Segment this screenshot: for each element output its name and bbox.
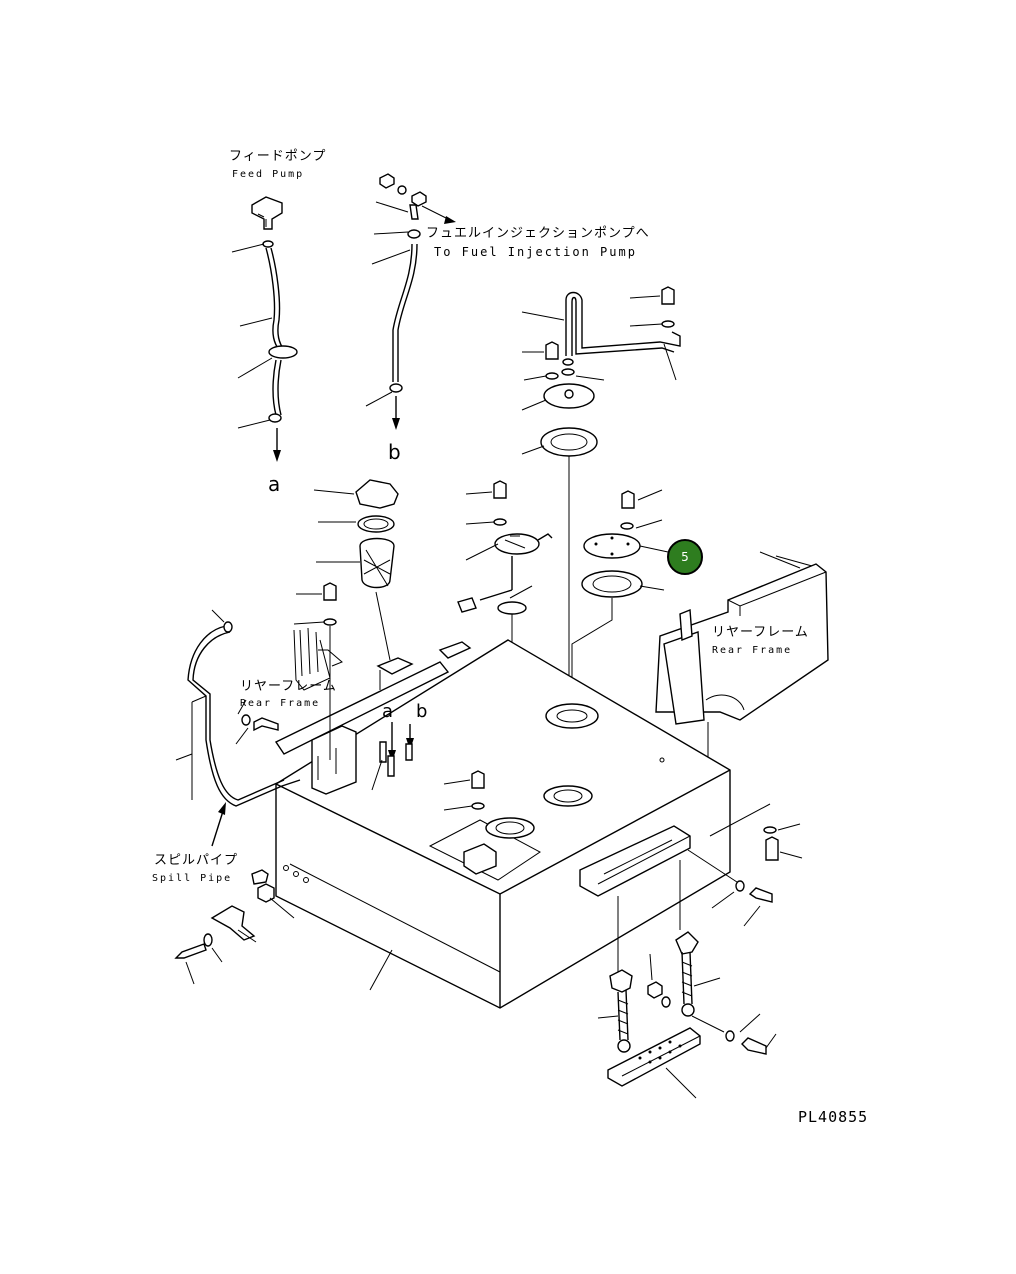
gauge-leader-lines xyxy=(465,491,533,599)
feed-pump-hose xyxy=(262,240,298,462)
filler-leader-lines xyxy=(313,489,360,563)
tank-hose-connectors xyxy=(371,722,414,791)
cover-leader-lines xyxy=(635,489,669,591)
feed-pump-label-en: Feed Pump xyxy=(232,169,305,180)
feed-hose-leader-lines xyxy=(231,243,273,429)
injection-pump-label-en: To Fuel Injection Pump xyxy=(434,245,637,259)
injection-hose-leader-lines xyxy=(365,201,411,407)
fuel-tank-clamp xyxy=(174,905,257,985)
mounting-bracket-lower xyxy=(607,1013,777,1099)
frame-bolt-left xyxy=(241,714,279,732)
filler-cap-strainer xyxy=(355,479,399,661)
rear-frame-label-left-en: Rear Frame xyxy=(240,698,321,709)
mounting-bolts-right xyxy=(709,803,803,927)
fuel-tank xyxy=(275,639,731,1009)
injection-pump-hose xyxy=(379,173,456,430)
drain-valve xyxy=(251,869,295,919)
rear-frame-right xyxy=(655,551,829,790)
injection-pump-label-jp: フュエルインジェクションポンプへ xyxy=(426,226,650,241)
drawing-code: PL40855 xyxy=(798,1108,869,1126)
marker-b-top: b xyxy=(388,440,401,464)
mount-rubber-left xyxy=(597,969,633,1053)
tube-leader-lines xyxy=(521,295,677,455)
callout-5-badge[interactable]: 5 xyxy=(667,539,703,575)
rear-frame-label-left-jp: リヤーフレーム xyxy=(240,679,337,694)
spill-leader-lines xyxy=(211,593,325,847)
fuel-level-gauge xyxy=(457,480,553,820)
tank-top-bolts xyxy=(369,770,485,991)
tank-left-bracket xyxy=(274,641,472,795)
rear-frame-label-right-jp: リヤーフレーム xyxy=(712,625,809,640)
rear-frame-label-right-en: Rear Frame xyxy=(712,645,793,656)
rear-frame-left-bracket xyxy=(293,582,343,760)
feed-pump-fitting xyxy=(251,196,283,230)
marker-b-tank: b xyxy=(416,701,428,722)
mount-rubber-right xyxy=(647,931,721,1017)
marker-a-top: a xyxy=(268,472,281,496)
mounting-bracket-upper xyxy=(579,825,741,976)
spill-pipe-label-en: Spill Pipe xyxy=(152,873,233,884)
marker-a-tank: a xyxy=(382,701,394,722)
feed-pump-label-jp: フィードポンプ xyxy=(229,149,327,164)
suction-tube-assembly xyxy=(540,286,681,700)
spill-pipe-label-jp: スピルパイプ xyxy=(154,853,239,868)
inspection-cover xyxy=(571,490,643,700)
spill-pipe xyxy=(175,621,301,807)
